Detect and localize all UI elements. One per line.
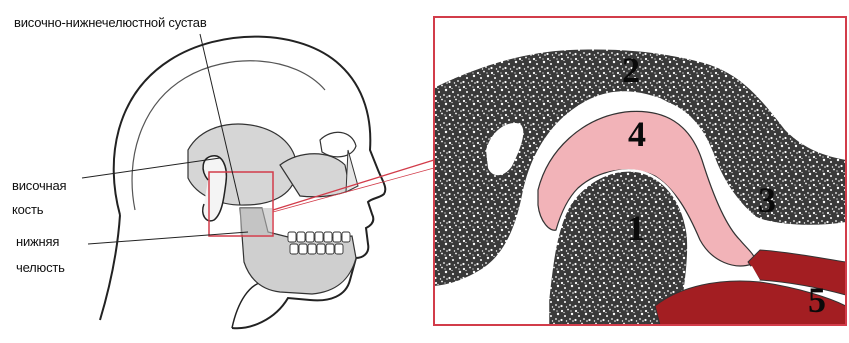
label-temporal-1: височная [12, 178, 67, 193]
leader-mandible [88, 232, 248, 244]
label-mandible-2: челюсть [16, 260, 65, 275]
callout-5: 5 [808, 280, 826, 320]
neck-outline [100, 215, 120, 320]
joint-section-illustration [434, 17, 846, 330]
callout-3: 3 [758, 180, 776, 220]
callout-4: 4 [628, 114, 646, 154]
label-mandible-1: нижняя [16, 234, 59, 249]
callout-2: 2 [622, 50, 640, 90]
neck-front [232, 282, 262, 328]
zygomatic-shape [280, 154, 350, 197]
eye-orbit [320, 132, 356, 157]
callout-1: 1 [627, 208, 645, 248]
head-profile-illustration [82, 34, 434, 328]
joint-highlight-fill [240, 208, 272, 235]
label-joint: височно-нижнечелюстной сустав [14, 15, 207, 30]
label-temporal-2: кость [12, 202, 44, 217]
